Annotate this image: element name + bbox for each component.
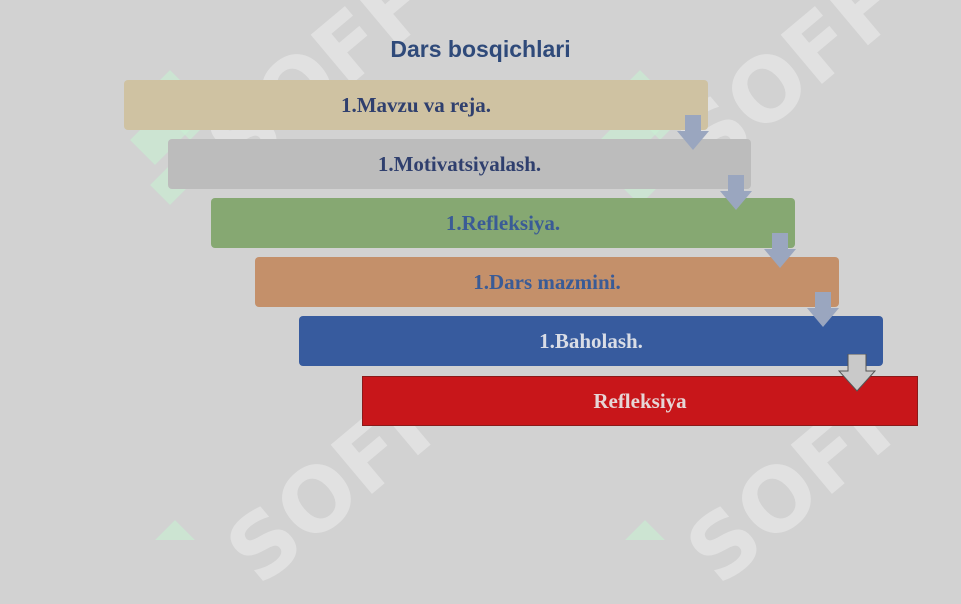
process-step-1: 1.Mavzu va reja. <box>124 80 708 130</box>
process-step-label: 1.Motivatsiyalash. <box>377 151 542 176</box>
process-step-5: 1.Baholash. <box>299 316 883 366</box>
down-arrow-icon <box>838 354 876 392</box>
down-arrow-icon <box>807 292 839 327</box>
process-step-3: 1.Refleksiya. <box>211 198 795 248</box>
slide-title: Dars bosqichlari <box>390 36 571 62</box>
process-step-4: 1.Dars mazmini. <box>255 257 839 307</box>
process-step-label: 1.Dars mazmini. <box>473 269 621 294</box>
down-arrow-icon <box>720 175 752 210</box>
process-step-label: Refleksiya <box>593 388 687 413</box>
down-arrow-icon <box>677 115 709 150</box>
process-step-label: 1.Mavzu va reja. <box>340 92 492 117</box>
process-step-label: 1.Baholash. <box>539 328 643 353</box>
process-step-2: 1.Motivatsiyalash. <box>168 139 751 189</box>
process-step-label: 1.Refleksiya. <box>445 210 561 235</box>
down-arrow-icon <box>764 233 796 268</box>
process-step-6: Refleksiya <box>362 376 918 426</box>
